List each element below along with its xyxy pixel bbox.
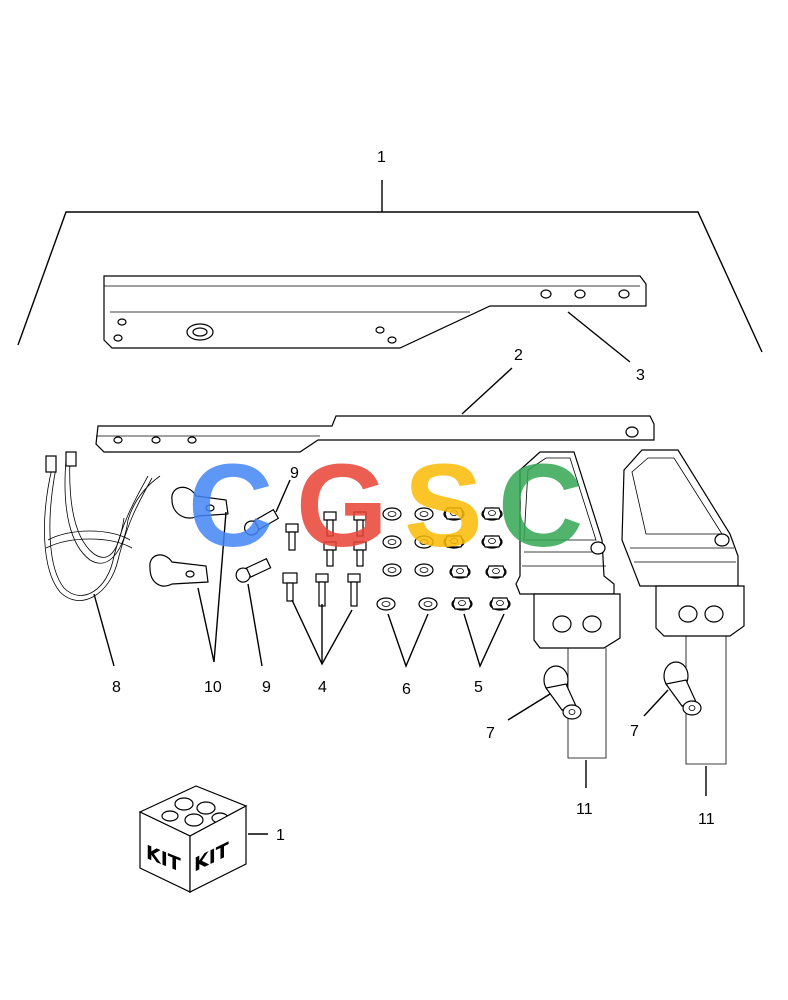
leader-7-left (507, 693, 551, 721)
bolts (282, 511, 367, 607)
leader-7-right (643, 689, 669, 717)
callout-4: 4 (318, 679, 327, 696)
upper-bracket (103, 275, 647, 349)
bulb-right (663, 661, 702, 716)
callout-7-left: 7 (486, 725, 495, 742)
leader-6 (387, 613, 429, 668)
callout-7-right: 7 (630, 723, 639, 740)
kit-group-bracket (17, 180, 763, 353)
ring-terminals (235, 508, 280, 583)
callout-11-left: 11 (576, 801, 593, 818)
callout-1-top: 1 (377, 149, 386, 166)
watermark-letter-c1: C (188, 440, 273, 572)
watermark-letter-c2: C (498, 440, 583, 572)
leader-8 (93, 593, 115, 667)
leader-2 (461, 367, 513, 415)
leader-10 (197, 511, 227, 663)
callout-1-kit: 1 (276, 827, 285, 844)
callout-2: 2 (514, 347, 523, 364)
washers (376, 507, 438, 611)
wiring-harness (44, 451, 161, 601)
watermark-letter-g: G (296, 440, 388, 572)
cable-clamps (149, 486, 229, 587)
callout-3: 3 (636, 367, 645, 384)
callout-5: 5 (474, 679, 483, 696)
callout-10: 10 (204, 679, 222, 696)
watermark-logo: C G S C (188, 440, 583, 572)
lamp-right (621, 449, 745, 765)
bulb-left (543, 665, 582, 720)
callout-11-right: 11 (698, 811, 715, 828)
flange-nuts (443, 507, 511, 611)
leader-9-upper (275, 479, 291, 513)
lamp-left (515, 451, 621, 759)
watermark-letter-s: S (404, 440, 483, 572)
leader-3 (567, 311, 631, 363)
leader-9-lower (247, 583, 263, 667)
leader-5 (463, 613, 505, 668)
kit-box-icon (138, 785, 248, 893)
lower-bracket (95, 415, 655, 453)
callout-8: 8 (112, 679, 121, 696)
callout-9-upper: 9 (290, 465, 299, 482)
callout-9-lower: 9 (262, 679, 271, 696)
callout-6: 6 (402, 681, 411, 698)
